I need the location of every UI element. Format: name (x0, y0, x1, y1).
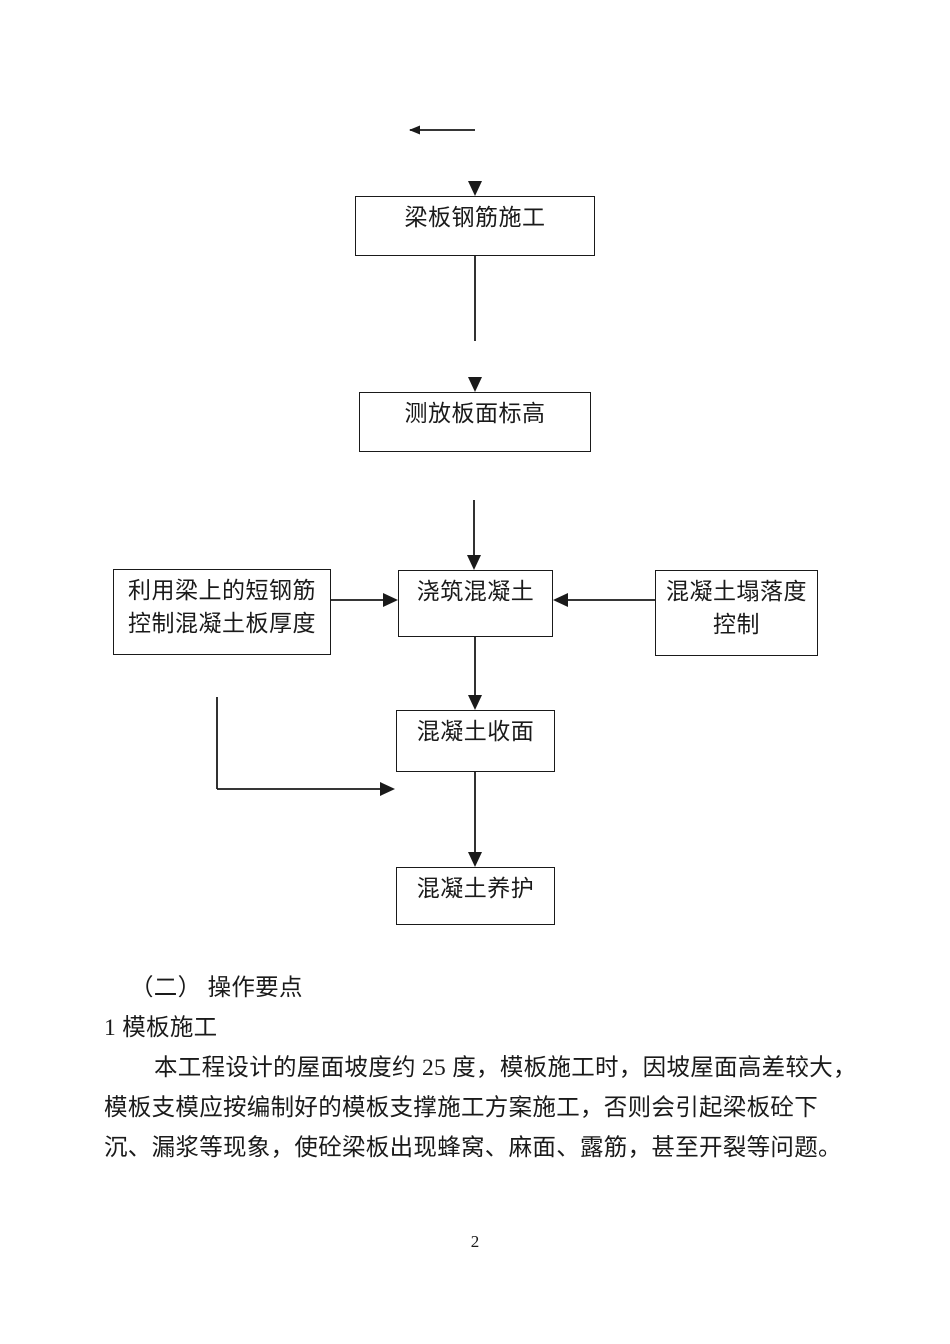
flow-node-curing[interactable]: 混凝土养护 (396, 867, 555, 925)
flow-node-pour-line1: 浇筑混凝土 (416, 579, 535, 604)
paragraph-line-1-text: 本工程设计的屋面坡度约 25 度，模板施工时，因坡屋面高差较大， (154, 1055, 857, 1081)
heading-item: 1 模板施工 (104, 1015, 218, 1041)
flow-node-shortbar-line2: 控制混凝土板厚度 (128, 611, 316, 637)
flow-node-elevation[interactable]: 测放板面标高 (359, 392, 591, 452)
body-text-block: （二） 操作要点 1 模板施工 本工程设计的屋面坡度约 25 度，模板施工时，因… (104, 968, 864, 1168)
arrowhead-bracket-end (380, 782, 395, 796)
heading-section: （二） 操作要点 (130, 975, 303, 1001)
arrowhead-into-finishing (468, 695, 482, 710)
flow-node-rebar-line1: 梁板钢筋施工 (404, 205, 546, 230)
arrowhead-into-pour-top (467, 555, 481, 570)
flowchart-connectors (216, 125, 655, 867)
paragraph-line-2: 模板支模应按编制好的模板支撑施工方案施工，否则会引起梁板砼下 (104, 1095, 818, 1121)
arrowhead-into-curing (468, 852, 482, 867)
arrowhead-into-pour-right (553, 593, 568, 607)
paragraph-line-3: 沉、漏浆等现象，使砼梁板出现蜂窝、麻面、露筋，甚至开裂等问题。 (104, 1135, 842, 1161)
flow-node-curing-line1: 混凝土养护 (416, 876, 535, 901)
flow-node-slump-line1: 混凝土塌落度 (666, 579, 807, 604)
arrowhead-into-rebar (468, 181, 482, 196)
page-number: 2 (470, 1232, 480, 1251)
flow-node-shortbar-line1: 利用梁上的短钢筋 (128, 578, 316, 603)
arrowhead-into-elevation (468, 377, 482, 392)
flow-node-finishing[interactable]: 混凝土收面 (396, 710, 555, 772)
arrowhead-into-pour-left (383, 593, 398, 607)
flow-node-rebar[interactable]: 梁板钢筋施工 (355, 196, 595, 256)
flow-node-pour[interactable]: 浇筑混凝土 (398, 570, 553, 637)
flow-node-slump[interactable]: 混凝土塌落度 控制 (655, 570, 818, 656)
flow-node-slump-line2: 控制 (713, 612, 760, 638)
flow-node-elevation-line1: 测放板面标高 (404, 401, 546, 426)
paragraph-line-1: 本工程设计的屋面坡度约 25 度，模板施工时，因坡屋面高差较大， (104, 1048, 864, 1088)
flow-node-finishing-line1: 混凝土收面 (416, 719, 535, 744)
flow-node-shortbar[interactable]: 利用梁上的短钢筋 控制混凝土板厚度 (113, 569, 331, 655)
